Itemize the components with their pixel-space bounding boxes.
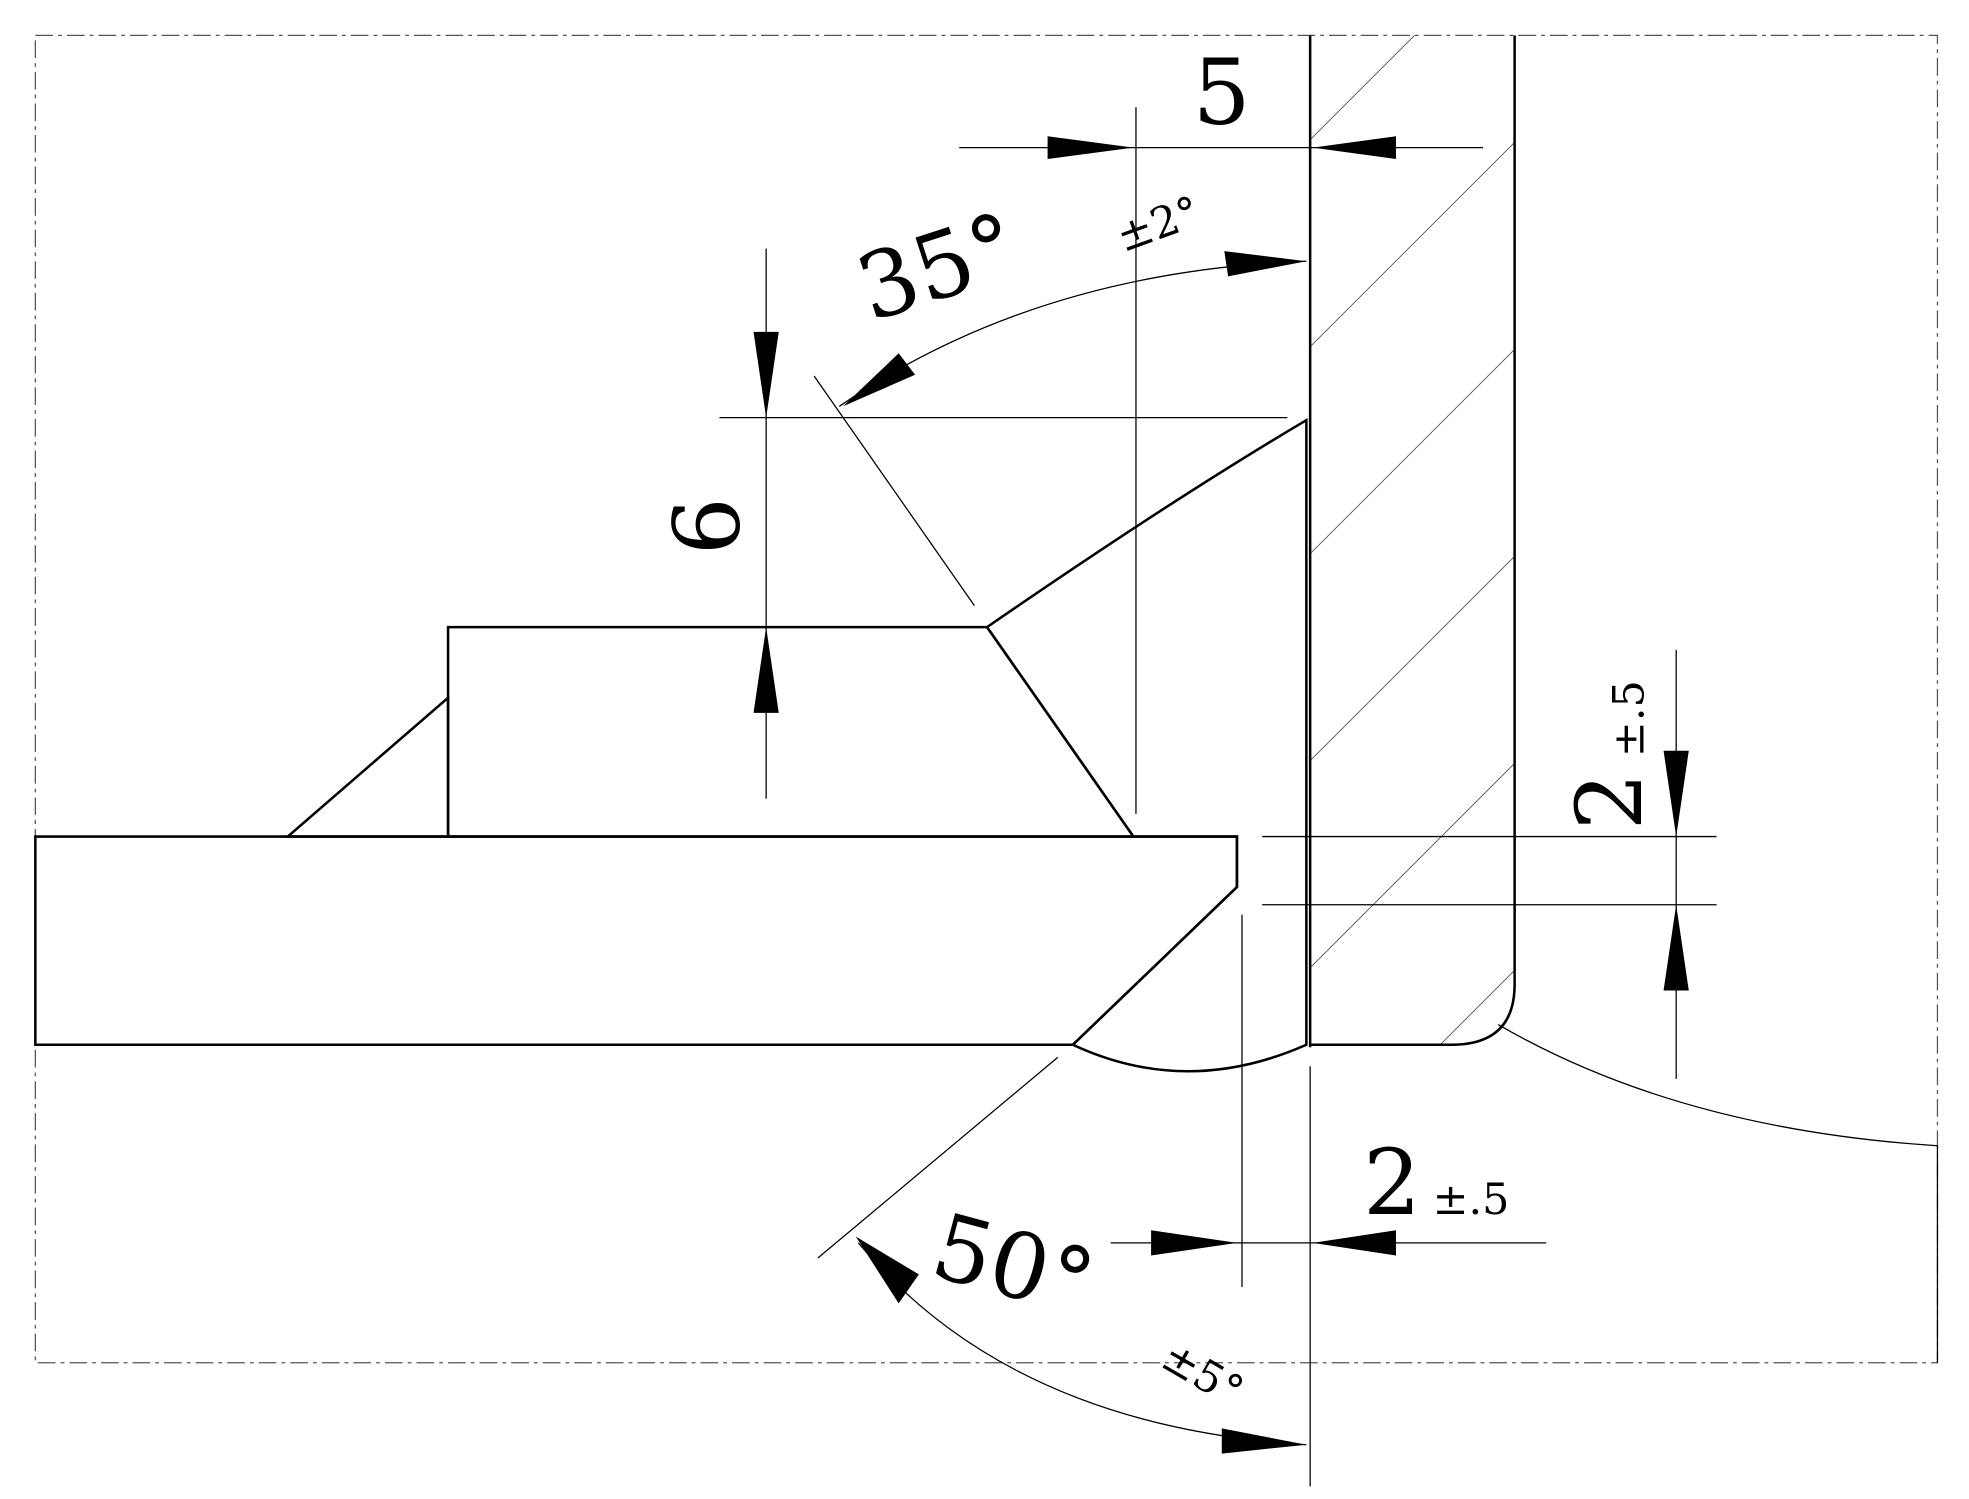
angle-50-label: 50°	[922, 1194, 1105, 1337]
frame-border	[34, 34, 1939, 1364]
root-face-tolerance: ±.5	[1604, 680, 1654, 757]
dimension-angle-top: 35° ±2°	[719, 187, 1307, 607]
horizontal-plate	[34, 835, 1239, 1047]
angle-50-tolerance: ±5°	[1153, 1331, 1251, 1417]
groove-weld	[985, 417, 1308, 1073]
dimension-angle-bottom: 50° ±5°	[817, 1056, 1307, 1454]
curved-edge	[1497, 1024, 1939, 1363]
angle-35-tolerance: ±2°	[1110, 187, 1207, 263]
root-gap-tolerance: ±.5	[1433, 1175, 1510, 1225]
dim-5-label: 5	[1193, 41, 1251, 146]
dimension-root-gap: 2 ±.5	[1110, 914, 1547, 1487]
dim-6-label: 6	[655, 497, 760, 555]
root-gap-value: 2	[1363, 1131, 1421, 1236]
top-plate	[446, 625, 1136, 838]
vertical-plate	[1310, 35, 1515, 1045]
dimension-fillet-height: 6	[655, 248, 779, 799]
fillet-weld-left	[284, 695, 450, 838]
root-face-value: 2	[1558, 772, 1663, 830]
dimension-root-face: 2 ±.5	[1262, 649, 1717, 1079]
dimension-gap-top: 5	[959, 41, 1484, 814]
